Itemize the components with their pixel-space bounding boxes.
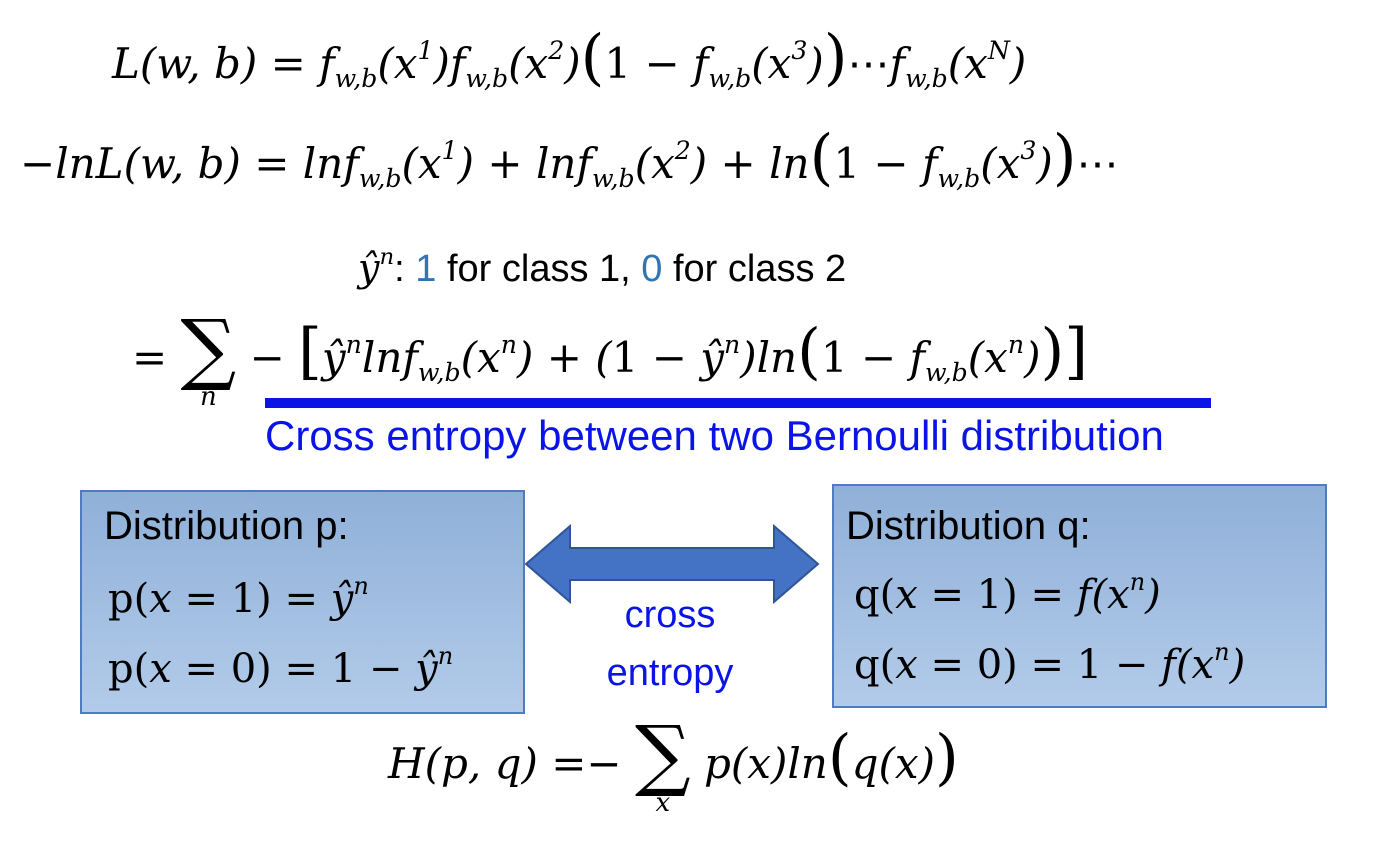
distribution-q-box: Distribution q: q(x = 1) = f(xn) q(x = 0…	[832, 484, 1327, 708]
cross-entropy-arrow-label: cross entropy	[585, 586, 755, 702]
distribution-p-line1: p(x = 1) = ŷn	[108, 572, 369, 622]
cross-entropy-caption: Cross entropy between two Bernoulli dist…	[265, 412, 1164, 459]
for-class2-text: for class 2	[662, 248, 847, 291]
yhat-colon: :	[394, 248, 416, 291]
distribution-q-title: Distribution q:	[846, 504, 1091, 548]
likelihood-equation: L(w, b) = fw,b(x1)fw,b(x2)(1 − fw,b(x3))…	[112, 22, 1027, 93]
cross-entropy-definition: H(p, q) =− ∑x p(x)ln(q(x))	[388, 710, 959, 818]
distribution-p-line2: p(x = 0) = 1 − ŷn	[108, 642, 454, 692]
distribution-q-line2: q(x = 0) = 1 − f(xn)	[854, 638, 1246, 688]
cross-word: cross	[624, 594, 716, 636]
yhat-definition: ŷn: 1 for class 1, 0 for class 2	[358, 244, 846, 291]
sum-symbol: ∑n	[180, 304, 237, 412]
value-zero: 0	[641, 248, 663, 291]
distribution-p-title: Distribution p:	[104, 504, 349, 548]
yhat-symbol: ŷn	[358, 244, 395, 291]
distribution-p-box: Distribution p: p(x = 1) = ŷn p(x = 0) =…	[80, 490, 525, 714]
double-headed-arrow-icon	[524, 523, 820, 605]
neg-log-likelihood-equation: −lnL(w, b) = lnfw,b(x1) + lnfw,b(x2) + l…	[20, 122, 1119, 193]
entropy-word: entropy	[606, 652, 734, 694]
cross-entropy-underline	[265, 398, 1211, 408]
value-one: 1	[415, 248, 437, 291]
sum-form-equation: = ∑n − [ŷnlnfw,b(xn) + (1 − ŷn)ln(1 − fw…	[132, 304, 1088, 412]
sum-symbol-x: ∑x	[634, 710, 691, 818]
for-class1-text: for class 1,	[436, 248, 642, 291]
distribution-q-line1: q(x = 1) = f(xn)	[854, 568, 1161, 618]
